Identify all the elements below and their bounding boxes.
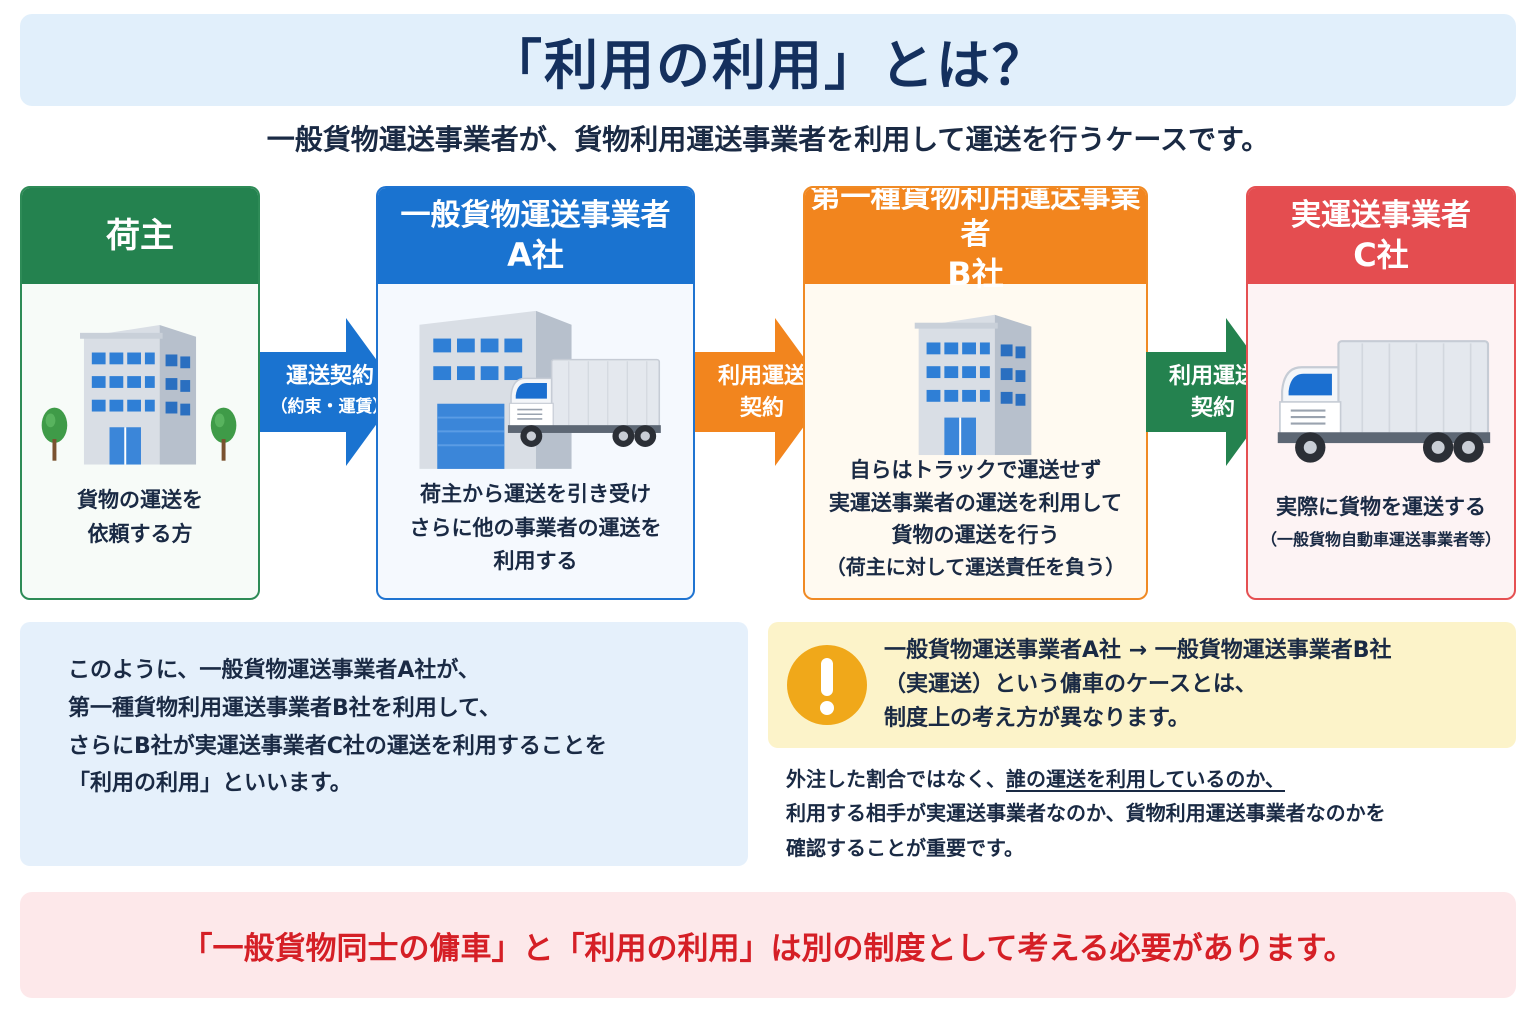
company-c-name: C社 — [1353, 235, 1409, 274]
company-b-description: 自らはトラックで運送せず 実運送事業者の運送を利用して 貨物の運送を行う （荷主… — [825, 458, 1126, 579]
contract-arrow-2: 利用運送 契約 — [695, 318, 829, 466]
shipper-card-header: 荷主 — [22, 188, 258, 284]
shipper-description: 貨物の運送を 依頼する方 — [77, 488, 203, 546]
company-a-heading: 一般貨物運送事業者 — [400, 198, 671, 234]
company-a-name: A社 — [507, 235, 564, 274]
note-emphasis: 誰の運送を利用しているのか、 — [1006, 767, 1285, 791]
arrow-1-label: 運送契約 — [285, 364, 374, 389]
company-c-card: 実運送事業者 C社 実際に貨物を運送する （一般貨物自動車運送事業者等） — [1246, 186, 1516, 600]
arrow-3-sublabel: 契約 — [1190, 396, 1235, 421]
summary-line-1: このように、一般貨物運送事業者A社が、 — [68, 658, 480, 683]
summary-box: このように、一般貨物運送事業者A社が、 第一種貨物利用運送事業者B社を利用して、… — [20, 622, 748, 866]
page-subtitle: 一般貨物運送事業者が、貨物利用運送事業者を利用して運送を行うケースです。 — [266, 123, 1270, 156]
office-building-illustration — [914, 314, 1032, 456]
page-title: 「利用の利用」とは？ — [488, 33, 1048, 97]
company-b-card-header: 第一種貨物利用運送事業者 B社 — [805, 186, 1146, 293]
warning-box: 一般貨物運送事業者A社 → 一般貨物運送事業者B社 （実運送）という傭車のケース… — [768, 622, 1516, 748]
summary-line-2: 第一種貨物利用運送事業者B社を利用して、 — [68, 695, 502, 721]
contract-arrow-1: 運送契約 （約束・運賃） — [260, 318, 400, 466]
note-line-1: 外注した割合ではなく、誰の運送を利用しているのか、 — [786, 767, 1285, 791]
conclusion-banner: 「一般貨物同士の傭車」と「利用の利用」は別の制度として考える必要があります。 — [20, 892, 1516, 998]
arrow-2-label: 利用運送 — [717, 364, 806, 389]
title-banner: 「利用の利用」とは？ — [20, 14, 1516, 106]
box-truck-illustration — [1276, 340, 1492, 464]
company-a-card: 一般貨物運送事業者 A社 荷主から運送を引き受け さらに他の事業者の運送を 利用… — [376, 186, 695, 600]
shipper-heading: 荷主 — [106, 215, 174, 256]
warning-line-3: 制度上の考え方が異なります。 — [884, 706, 1190, 732]
company-c-heading: 実運送事業者 — [1291, 198, 1471, 234]
company-c-description: 実際に貨物を運送する （一般貨物自動車運送事業者等） — [1260, 495, 1501, 549]
company-c-card-header: 実運送事業者 C社 — [1248, 188, 1514, 284]
company-b-heading: 第一種貨物利用運送事業者 — [810, 186, 1141, 252]
note-line-3: 確認することが重要です。 — [786, 835, 1024, 860]
arrow-2-sublabel: 契約 — [739, 396, 784, 421]
office-building-illustration — [41, 324, 237, 465]
company-b-card: 第一種貨物利用運送事業者 B社 自らはトラックで運送せず 実運送事業者の運送を利… — [803, 186, 1148, 600]
warehouse-truck-illustration — [419, 310, 662, 469]
company-b-name: B社 — [947, 254, 1004, 293]
conclusion-text: 「一般貨物同士の傭車」と「利用の利用」は別の制度として考える必要があります。 — [181, 930, 1355, 967]
warning-text: 一般貨物運送事業者A社 → 一般貨物運送事業者B社 （実運送）という傭車のケース… — [884, 634, 1392, 736]
note-line-2: 利用する相手が実運送事業者なのか、貨物利用運送事業者なのかを — [786, 801, 1386, 826]
note-text: 外注した割合ではなく、誰の運送を利用しているのか、 利用する相手が実運送事業者な… — [786, 762, 1386, 865]
summary-line-4: 「利用の利用」といいます。 — [68, 771, 352, 797]
arrow-1-sublabel: （約束・運賃） — [270, 397, 390, 417]
shipper-card: 荷主 貨物の運送を 依頼する方 — [20, 186, 260, 600]
warning-line-1: 一般貨物運送事業者A社 → 一般貨物運送事業者B社 — [884, 638, 1392, 663]
summary-line-3: さらにB社が実運送事業者C社の運送を利用することを — [68, 733, 607, 759]
company-a-card-header: 一般貨物運送事業者 A社 — [378, 188, 693, 284]
warning-line-2: （実運送）という傭車のケースとは、 — [884, 672, 1257, 698]
arrow-3-label: 利用運送 — [1168, 364, 1257, 389]
company-a-description: 荷主から運送を引き受け さらに他の事業者の運送を 利用する — [409, 482, 662, 574]
exclamation-icon — [787, 645, 867, 725]
